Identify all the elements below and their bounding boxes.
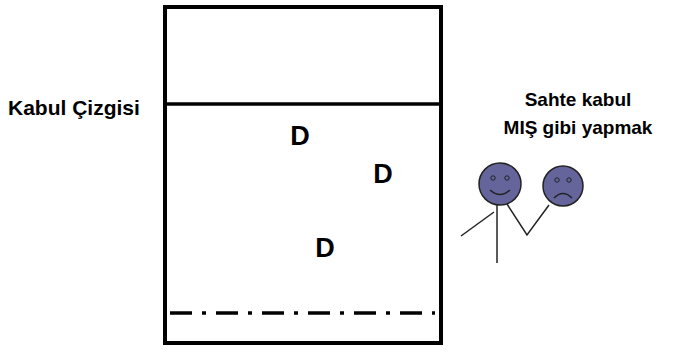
eye (567, 178, 571, 182)
eye (505, 176, 509, 180)
eye (555, 178, 559, 182)
eye (491, 176, 495, 180)
note-text: Sahte kabul MIŞ gibi yapmak (504, 86, 653, 142)
acceptance-line (163, 102, 443, 106)
body-line (496, 205, 498, 263)
node-letter: D (315, 235, 335, 262)
arm-line (461, 212, 494, 236)
region-box: D D D (163, 5, 443, 345)
node-letter: D (373, 161, 393, 188)
arm-line (507, 204, 549, 235)
sad-face (543, 166, 583, 206)
dash-dot-line (170, 311, 435, 315)
stick-figures (461, 163, 583, 263)
smile (490, 190, 510, 195)
frown (554, 194, 572, 199)
line-label: Kabul Çizgisi (8, 96, 140, 119)
node-letter: D (290, 123, 310, 150)
happy-face (479, 163, 521, 205)
